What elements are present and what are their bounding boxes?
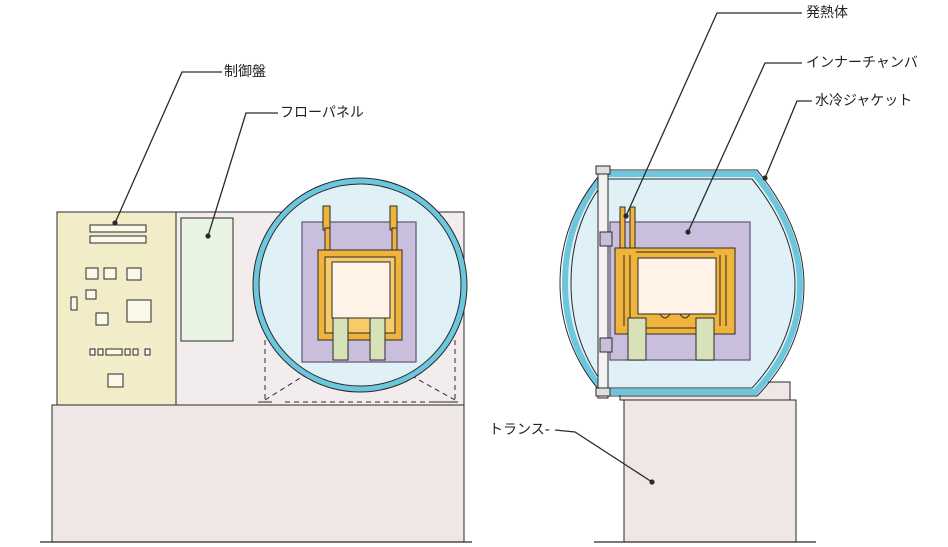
front-view bbox=[40, 177, 472, 543]
side-work-zone bbox=[637, 257, 717, 315]
transformer-cabinet bbox=[623, 399, 797, 543]
leader-lines bbox=[112, 12, 812, 485]
label-heating-element: 発熱体 bbox=[806, 5, 848, 21]
control-panel-details bbox=[70, 224, 152, 388]
label-flow-panel: フローパネル bbox=[280, 105, 364, 121]
label-control-panel: 制御盤 bbox=[224, 64, 266, 80]
support-frame bbox=[264, 340, 456, 403]
front-work-zone bbox=[331, 261, 391, 319]
label-water-jacket: 水冷ジャケット bbox=[815, 93, 913, 109]
side-view bbox=[559, 165, 816, 543]
label-inner-chamber: インナーチャンバ bbox=[806, 55, 918, 71]
label-transformer: トランス- bbox=[489, 422, 550, 438]
flow-panel bbox=[180, 217, 234, 342]
base-cabinet bbox=[51, 404, 465, 543]
door-flange bbox=[597, 165, 609, 399]
